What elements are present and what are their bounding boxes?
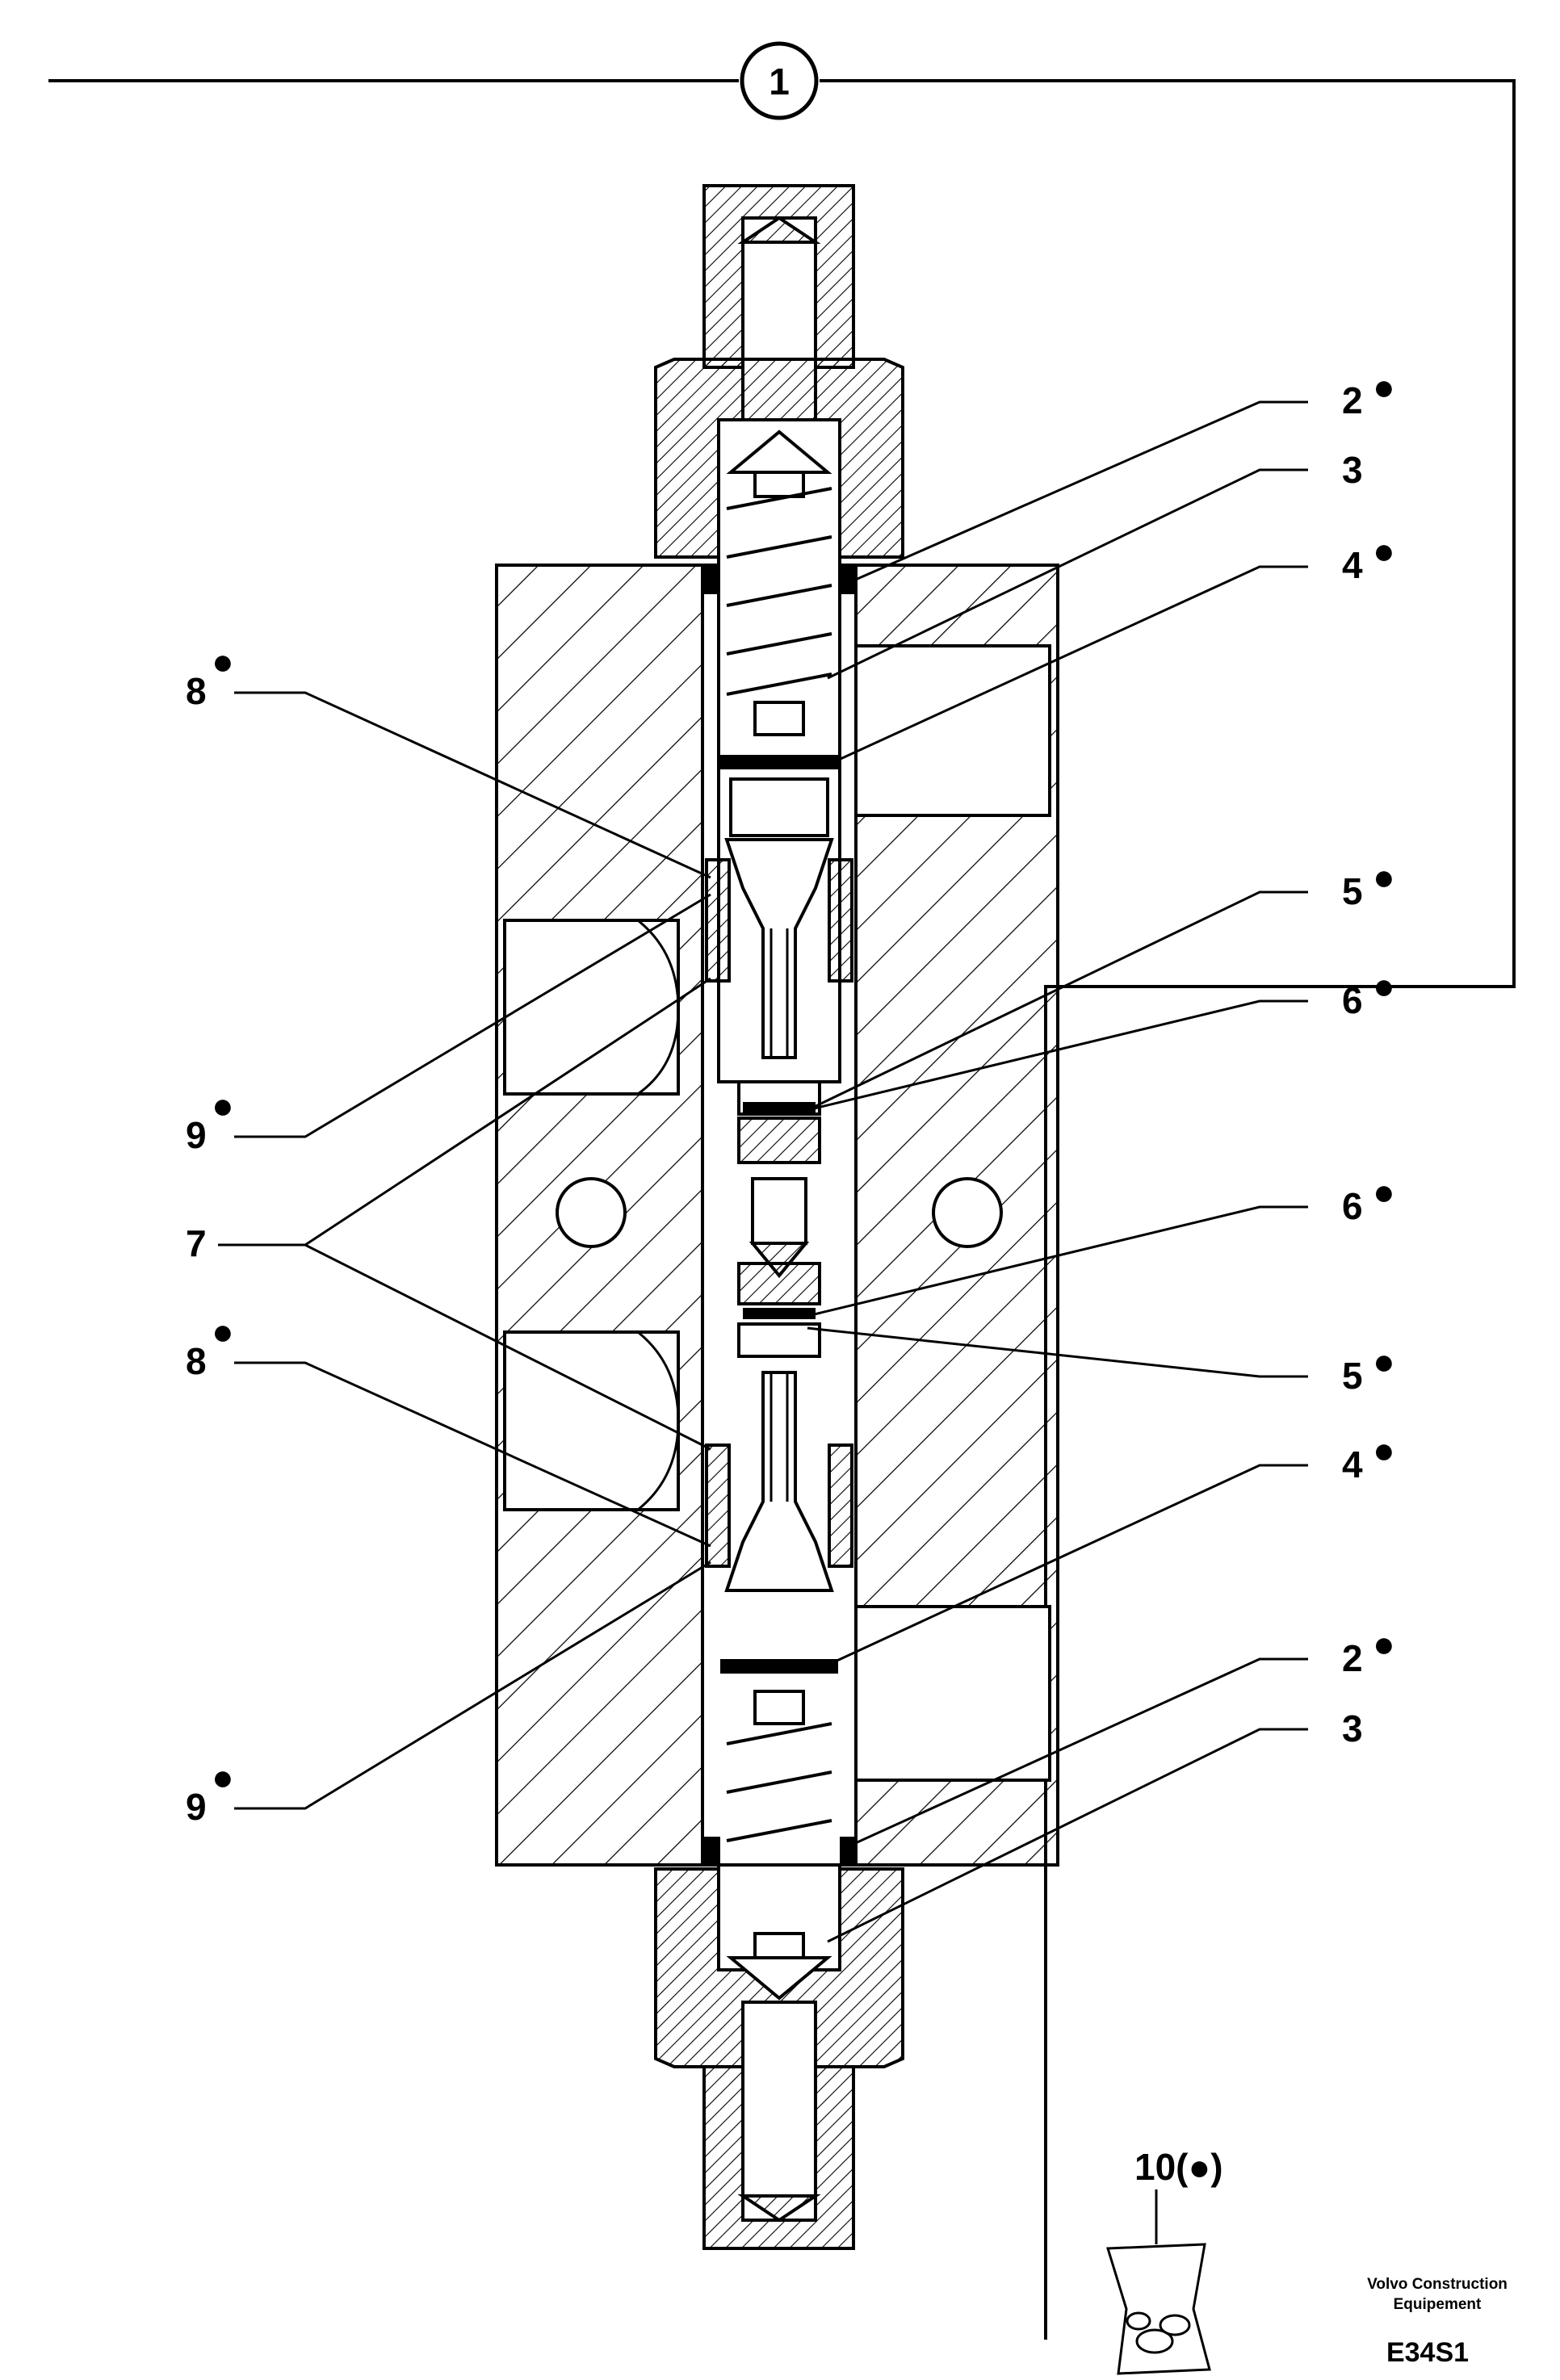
upper-spring — [726, 487, 832, 696]
callout-2-upper-dot: ● — [1373, 366, 1395, 408]
right-port-upper — [846, 644, 1051, 817]
publisher-line2: Equipement — [1394, 2296, 1482, 2313]
callout-8-upper-dot: ● — [212, 640, 234, 682]
left-port-upper — [503, 919, 680, 1096]
lower-spool — [724, 1371, 834, 1592]
callout-5-upper: 5 — [1342, 870, 1363, 912]
publisher-line1: Volvo Construction — [1367, 2276, 1508, 2293]
callout-9-lower: 9 — [186, 1786, 207, 1828]
callout-3-lower: 3 — [1342, 1707, 1363, 1749]
mounting-hole-right — [932, 1177, 1003, 1248]
callout-9-lower-dot: ● — [212, 1756, 234, 1798]
callout-7: 7 — [186, 1222, 207, 1264]
callout-9-upper: 9 — [186, 1114, 207, 1156]
callout-9-upper-dot: ● — [212, 1084, 234, 1126]
assembly-balloon — [740, 41, 819, 120]
upper-spool — [724, 838, 834, 1059]
upper-seal-ring — [720, 755, 838, 769]
callout-6-lower: 6 — [1342, 1185, 1363, 1227]
lower-spring — [726, 1722, 832, 1931]
seal-kit-label: 10(●) — [1134, 2146, 1223, 2188]
mounting-hole-left — [556, 1177, 627, 1248]
callout-8-upper: 8 — [186, 670, 207, 712]
callout-6-upper-dot: ● — [1373, 965, 1395, 1007]
callout-4-upper-dot: ● — [1373, 530, 1395, 572]
callout-8-lower: 8 — [186, 1340, 207, 1382]
callout-5-lower: 5 — [1342, 1355, 1363, 1397]
callout-3-upper: 3 — [1342, 449, 1363, 491]
assembly-ref: 1 — [769, 61, 790, 103]
seal-kit-bag-icon — [1105, 2243, 1211, 2375]
callout-8-lower-dot: ● — [212, 1310, 234, 1352]
leader-lines — [218, 400, 1308, 1943]
seal-kit: 10(●) — [1105, 2146, 1223, 2375]
callout-4-lower: 4 — [1342, 1444, 1363, 1485]
check-poppet — [751, 1177, 807, 1245]
center-check-valve — [737, 1080, 821, 1358]
callout-5-upper-dot: ● — [1373, 856, 1395, 898]
left-port-lower — [503, 1330, 680, 1511]
callout-6-lower-dot: ● — [1373, 1171, 1395, 1213]
callout-4-lower-dot: ● — [1373, 1429, 1395, 1471]
callout-2-lower-dot: ● — [1373, 1623, 1395, 1665]
callout-2-lower: 2 — [1342, 1637, 1363, 1679]
publisher-block: Volvo Construction Equipement E34S1 — [1367, 2276, 1508, 2368]
right-port-lower — [846, 1605, 1051, 1782]
lower-seal-ring — [720, 1659, 838, 1674]
callout-6-upper: 6 — [1342, 979, 1363, 1021]
lower-cartridge — [654, 1371, 904, 2250]
callout-5-lower-dot: ● — [1373, 1340, 1395, 1382]
callout-2-upper: 2 — [1342, 379, 1363, 421]
callout-4-upper: 4 — [1342, 544, 1363, 586]
callouts-right: 2 ● 3 4 ● 5 ● 6 ● 6 ● 5 ● 4 ● 2 ● 3 — [1342, 366, 1395, 1749]
callouts-left: 8 ● 9 ● 7 8 ● 9 ● — [186, 640, 234, 1828]
figure-code: E34S1 — [1386, 2337, 1469, 2368]
upper-cartridge — [654, 184, 904, 1083]
